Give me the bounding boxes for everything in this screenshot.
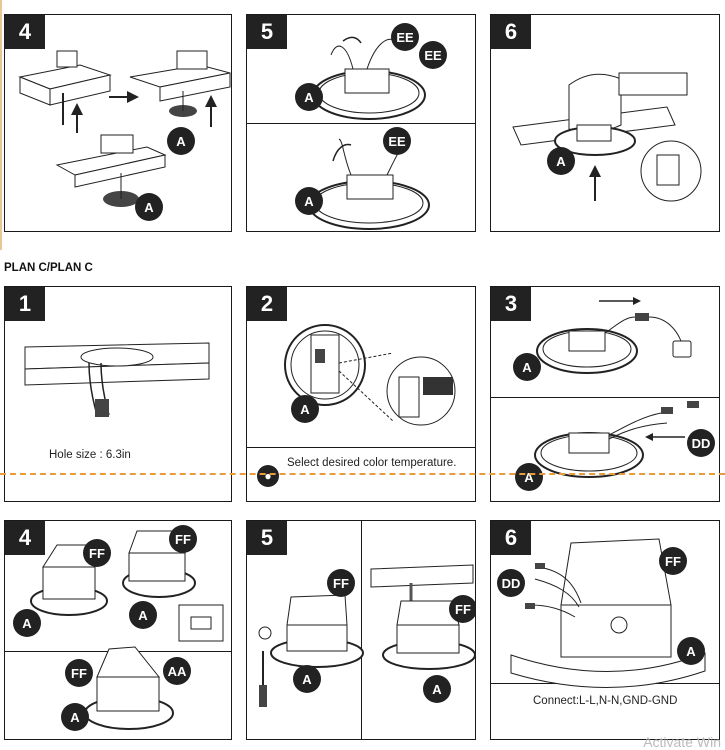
- section-heading: PLAN C/PLAN C: [4, 262, 93, 274]
- label-badge: FF: [169, 525, 197, 553]
- illustration-junction-box: [30, 530, 224, 730]
- step-number: 3: [491, 287, 531, 321]
- label-badge: A: [423, 675, 451, 703]
- label-badge: EE: [419, 41, 447, 69]
- hole-size-caption: Hole size : 6.3in: [49, 449, 131, 461]
- step-number: 5: [247, 521, 287, 555]
- panel-c-step-1: 1 Hole size : 6.3in: [4, 286, 232, 502]
- left-guide-line: [0, 0, 2, 250]
- label-badge: DD: [497, 569, 525, 597]
- label-badge: EE: [391, 23, 419, 51]
- label-badge: A: [291, 395, 319, 423]
- label-badge: A: [295, 83, 323, 111]
- label-badge: FF: [327, 569, 355, 597]
- step-number: 4: [5, 15, 45, 49]
- sub-panel-divider: [491, 397, 719, 398]
- step-number: 5: [247, 15, 287, 49]
- label-badge: A: [61, 703, 89, 731]
- label-badge: A: [135, 193, 163, 221]
- panel-c-step-3: 3 A DD A: [490, 286, 720, 502]
- label-badge: A: [515, 463, 543, 491]
- label-badge: A: [547, 147, 575, 175]
- panel-c-step-4: 4 FF FF A A FF AA A: [4, 520, 232, 740]
- label-badge: FF: [659, 547, 687, 575]
- illustration-wire-junction: [510, 538, 706, 688]
- sub-panel-divider: [247, 447, 475, 448]
- label-badge: FF: [65, 659, 93, 687]
- label-badge: FF: [83, 539, 111, 567]
- step-number: 4: [5, 521, 45, 555]
- label-badge: DD: [687, 429, 715, 457]
- color-temperature-caption: Select desired color temperature.: [287, 457, 457, 469]
- illustration-wire-connection: [308, 36, 430, 230]
- dashed-cut-line: [0, 473, 725, 475]
- connection-caption: Connect:L-L,N-N,GND-GND: [533, 695, 678, 707]
- panel-top-step-6: 6 A: [490, 14, 720, 232]
- panel-c-step-6: 6 FF DD A Connect:L-L,N-N,GND-GND: [490, 520, 720, 740]
- step-number: 6: [491, 15, 531, 49]
- label-badge: A: [167, 127, 195, 155]
- illustration-mount-bracket: [18, 50, 231, 207]
- sub-panel-divider: [247, 123, 475, 124]
- label-badge: AA: [163, 657, 191, 685]
- label-badge: A: [677, 637, 705, 665]
- watermark-text: Activate Win: [643, 734, 721, 750]
- sub-panel-divider: [361, 521, 362, 739]
- illustration-connectors: [534, 297, 699, 478]
- panel-c-step-2: 2 A ● Select desired color temperature.: [246, 286, 476, 502]
- bulb-icon: ●: [257, 465, 279, 487]
- illustration-insert-housing: [512, 72, 702, 202]
- step-number: 1: [5, 287, 45, 321]
- illustration-attach-to-ceiling: [258, 564, 475, 707]
- label-badge: A: [13, 609, 41, 637]
- label-badge: FF: [449, 595, 475, 623]
- label-badge: A: [295, 187, 323, 215]
- panel-top-step-5: 5 EE EE A EE A: [246, 14, 476, 232]
- step-number: 2: [247, 287, 287, 321]
- panel-top-step-4: 4 A A: [4, 14, 232, 232]
- panel-c-step-5: 5 FF A FF A: [246, 520, 476, 740]
- illustration-color-temp-switch: [284, 324, 456, 426]
- label-badge: A: [293, 665, 321, 693]
- step-number: 6: [491, 521, 531, 555]
- label-badge: EE: [383, 127, 411, 155]
- label-badge: A: [513, 353, 541, 381]
- label-badge: A: [129, 601, 157, 629]
- illustration-ceiling-hole: [24, 342, 210, 417]
